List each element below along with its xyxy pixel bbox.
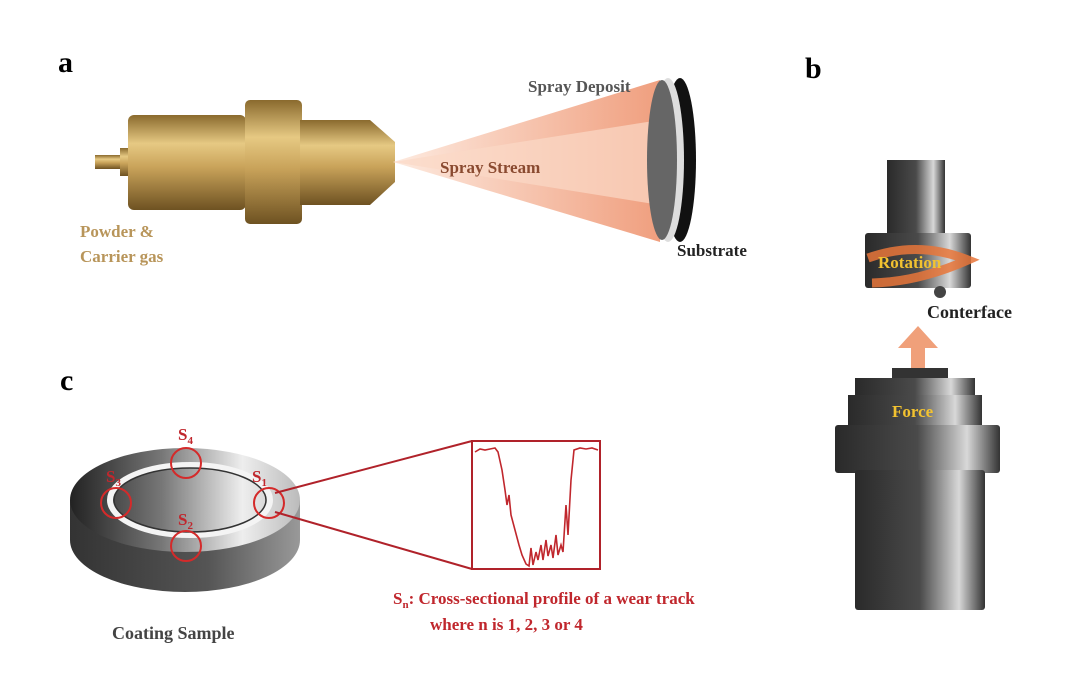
force-label: Force xyxy=(892,402,934,421)
site-label-s1: S1 xyxy=(252,467,267,489)
panel-letter-a: a xyxy=(58,46,73,79)
panel-c: c S1 S2 S3 S4 Sn: Cross-sectional profil… xyxy=(60,364,695,643)
wear-track-profile xyxy=(474,447,599,568)
force-arrow-icon xyxy=(898,326,938,370)
counterface-holder xyxy=(865,160,980,298)
site-label-s4: S4 xyxy=(178,425,193,447)
rotation-label: Rotation xyxy=(878,253,942,272)
coating-sample-label: Coating Sample xyxy=(112,623,235,643)
substrate-label: Substrate xyxy=(677,241,747,260)
site-circle-s1 xyxy=(253,487,285,519)
spray-deposit-label: Spray Deposit xyxy=(528,77,631,96)
panel-b: b Rotation Conterface Force xyxy=(805,52,1012,610)
spray-nozzle xyxy=(95,100,395,224)
powder-label-line2: Carrier gas xyxy=(80,247,164,266)
site-circle-s3 xyxy=(100,487,132,519)
panel-letter-b: b xyxy=(805,52,822,85)
site-circle-s2 xyxy=(170,530,202,562)
profile-inset-box xyxy=(471,440,601,570)
site-label-s2: S2 xyxy=(178,510,193,532)
site-circle-s4 xyxy=(170,447,202,479)
substrate-disc xyxy=(647,78,696,242)
sample-holder xyxy=(835,368,1000,610)
panel-a: a Spray Deposit Spray Stream Substrate P… xyxy=(58,46,747,266)
spray-stream-label: Spray Stream xyxy=(440,158,540,177)
counterface-label: Conterface xyxy=(927,302,1012,322)
powder-label-line1: Powder & xyxy=(80,222,154,241)
coating-sample-disc xyxy=(70,448,300,592)
panel-letter-c: c xyxy=(60,364,73,397)
caption-line2: where n is 1, 2, 3 or 4 xyxy=(430,615,583,634)
site-label-s3: S3 xyxy=(106,467,121,489)
caption-line1: Sn: Cross-sectional profile of a wear tr… xyxy=(393,589,695,611)
zoom-lines xyxy=(274,440,473,570)
